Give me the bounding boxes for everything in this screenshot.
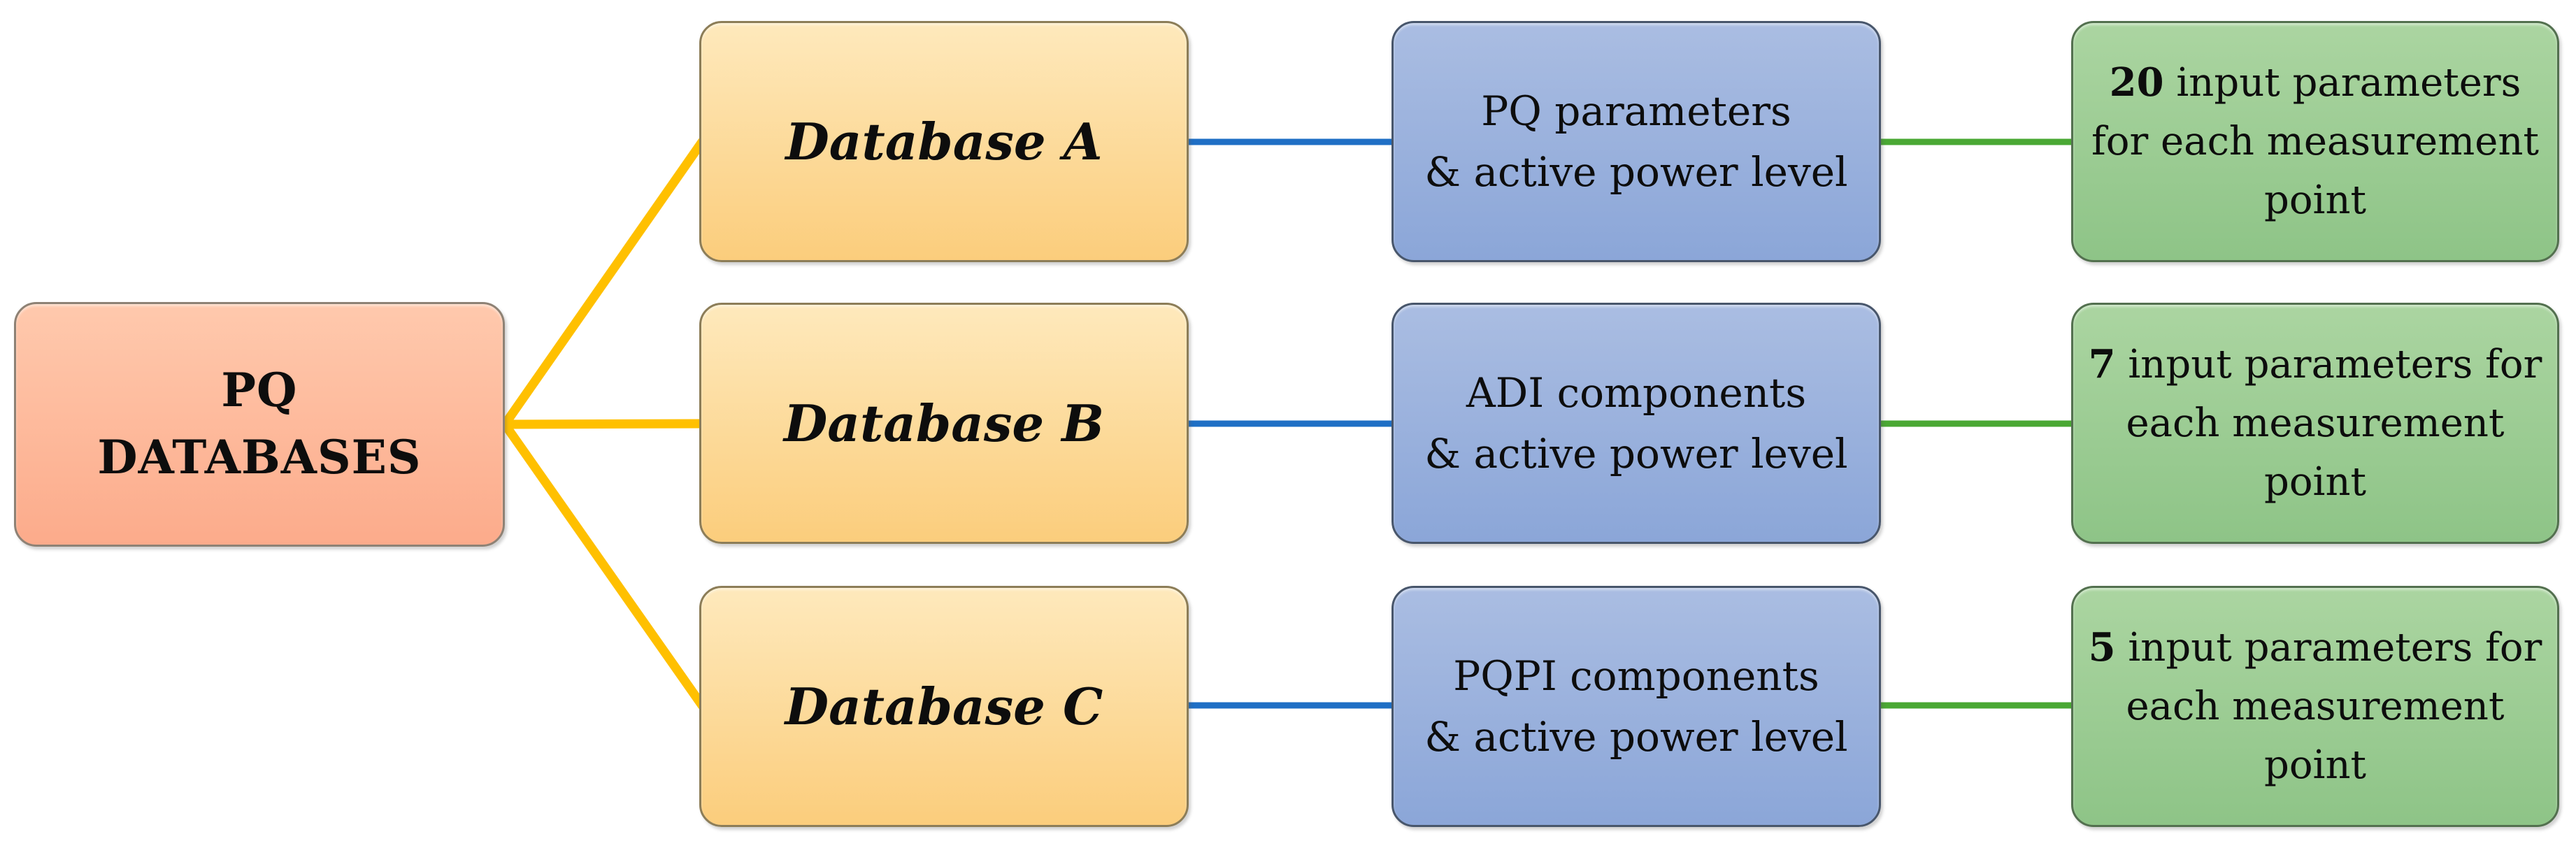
params-c-label: PQPI components & active power level [1424,646,1847,768]
node-params-b: ADI components & active power level [1391,303,1881,544]
root-label-line1: PQ [221,363,298,418]
params-b-line1: ADI components [1466,368,1807,417]
node-inputs-b: 7 input parameters for each measurement … [2071,303,2559,544]
database-b-label: Database B [783,394,1105,453]
database-a-label: Database A [785,112,1103,171]
inputs-c-count: 5 [2088,624,2116,670]
database-c-label: Database C [785,677,1103,736]
inputs-a-count: 20 [2109,59,2164,106]
params-c-line1: PQPI components [1453,652,1819,700]
connector-root-to-database-a [500,137,707,429]
node-params-a: PQ parameters & active power level [1391,21,1881,262]
node-inputs-c: 5 input parameters for each measurement … [2071,586,2559,827]
inputs-c-label: 5 input parameters for each measurement … [2083,618,2548,795]
node-database-b: Database B [699,303,1189,544]
inputs-b-count: 7 [2088,341,2116,387]
node-inputs-a: 20 input parameters for each measurement… [2071,21,2559,262]
root-node-label: PQ DATABASES [97,357,421,491]
node-params-c: PQPI components & active power level [1391,586,1881,827]
params-a-label: PQ parameters & active power level [1424,81,1847,203]
params-b-label: ADI components & active power level [1424,363,1847,484]
connector-root-to-database-c [500,419,707,710]
inputs-b-label: 7 input parameters for each measurement … [2083,335,2548,512]
inputs-a-text: input parameters for each measurement po… [2091,60,2539,223]
params-c-line2: & active power level [1424,712,1848,761]
inputs-a-label: 20 input parameters for each measurement… [2083,53,2548,230]
params-a-line2: & active power level [1424,148,1848,196]
node-database-c: Database C [699,586,1189,827]
params-a-line1: PQ parameters [1481,87,1791,135]
root-node-pq-databases: PQ DATABASES [14,302,505,547]
root-label-line2: DATABASES [97,430,422,484]
inputs-b-text: input parameters for each measurement po… [2115,342,2542,505]
inputs-c-text: input parameters for each measurement po… [2115,625,2542,788]
params-b-line2: & active power level [1424,429,1848,477]
node-database-a: Database A [699,21,1189,262]
